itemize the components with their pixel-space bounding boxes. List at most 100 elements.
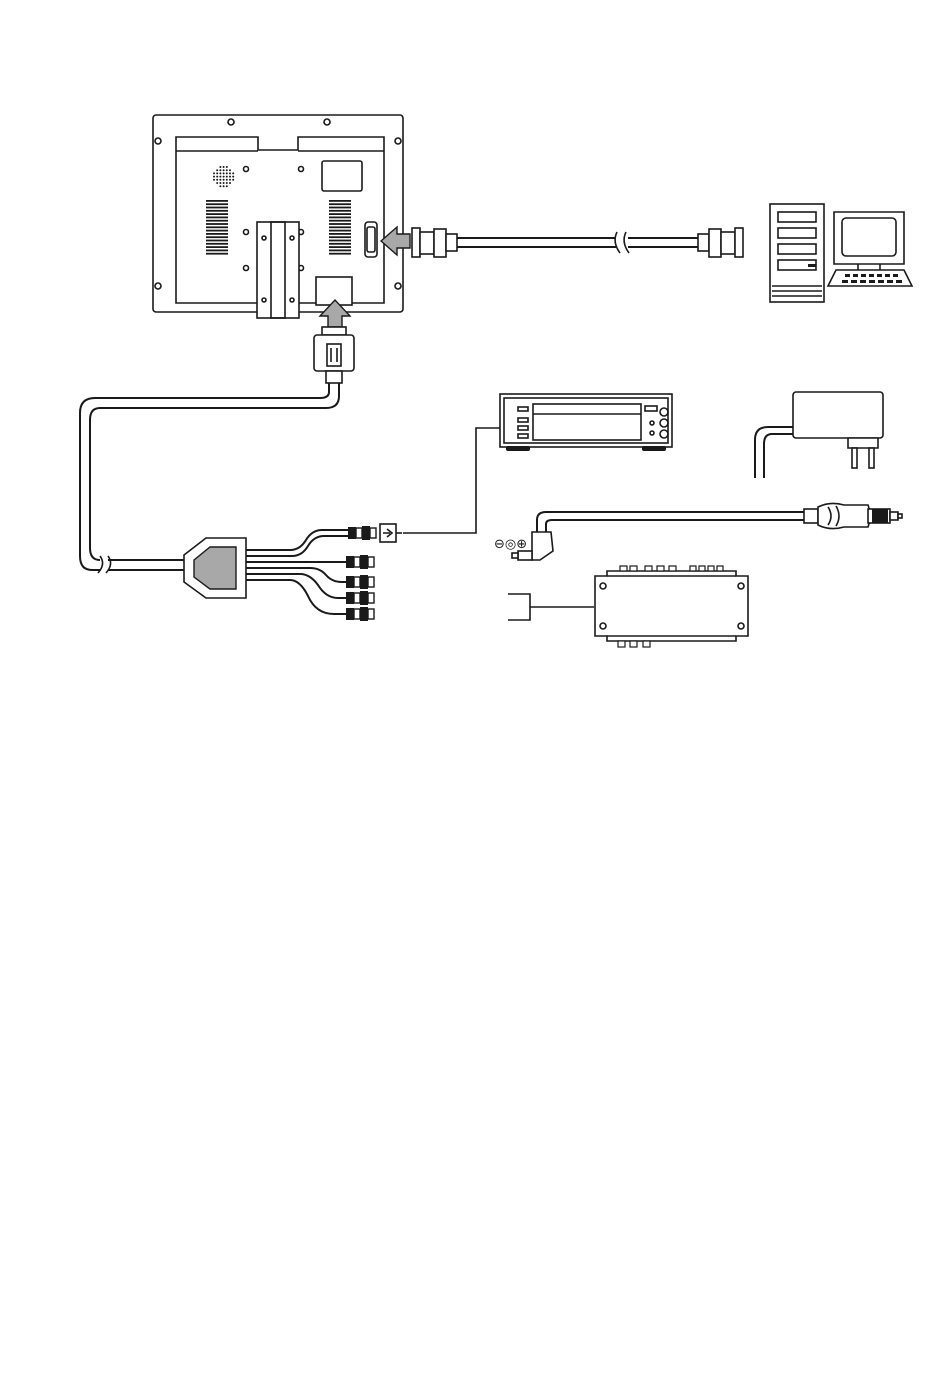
grille-hole bbox=[219, 179, 221, 181]
stand-bracket bbox=[257, 222, 299, 318]
vent-slot bbox=[206, 236, 228, 238]
port bbox=[620, 566, 627, 571]
vent-slot bbox=[206, 220, 228, 222]
port bbox=[643, 641, 650, 647]
video-splitter-box bbox=[508, 566, 748, 647]
rca-boot bbox=[346, 592, 354, 604]
monitor-rear-panel bbox=[153, 115, 403, 318]
rca-tip bbox=[368, 577, 374, 587]
grille-hole bbox=[232, 172, 234, 174]
vent-slot bbox=[206, 210, 228, 212]
port bbox=[618, 641, 625, 647]
vent-slot bbox=[329, 236, 351, 238]
grille-hole bbox=[216, 172, 218, 174]
grille-hole bbox=[226, 176, 228, 178]
vent-slot bbox=[329, 246, 351, 248]
splitter-bottom-ports bbox=[618, 641, 650, 647]
rca-boot bbox=[346, 576, 354, 588]
grille-hole bbox=[229, 182, 231, 184]
polarity-symbols: ⊖◎⊕ bbox=[494, 537, 527, 552]
grille-hole bbox=[223, 172, 225, 174]
rca-ring bbox=[354, 593, 360, 603]
rca-ring bbox=[354, 609, 360, 619]
grille-hole bbox=[219, 169, 221, 171]
car-cigarette-power-cable: ⊖◎⊕ bbox=[494, 503, 902, 560]
port bbox=[630, 566, 637, 571]
key bbox=[878, 280, 884, 283]
grille-hole bbox=[213, 179, 215, 181]
vent-slot bbox=[329, 213, 351, 215]
vent-slot bbox=[206, 240, 228, 242]
rca-tip bbox=[368, 609, 374, 619]
key bbox=[861, 274, 866, 277]
vent-slot bbox=[329, 253, 351, 255]
grille-hole bbox=[229, 172, 231, 174]
grille-hole bbox=[216, 182, 218, 184]
key bbox=[869, 274, 874, 277]
grille-hole bbox=[229, 176, 231, 178]
key bbox=[845, 274, 850, 277]
rca-ring bbox=[356, 528, 362, 538]
grille-hole bbox=[216, 179, 218, 181]
grille-hole bbox=[223, 176, 225, 178]
grille-hole bbox=[223, 179, 225, 181]
grille-hole bbox=[216, 169, 218, 171]
key bbox=[869, 280, 875, 283]
vent-slot bbox=[329, 200, 351, 202]
vent-slot bbox=[329, 243, 351, 245]
grille-hole bbox=[229, 169, 231, 171]
vent-slot bbox=[329, 233, 351, 235]
port bbox=[717, 566, 723, 571]
grille-hole bbox=[216, 176, 218, 178]
vent-slot bbox=[206, 226, 228, 228]
rca-boot bbox=[346, 556, 354, 568]
vent-slot bbox=[206, 253, 228, 255]
grille-hole bbox=[232, 179, 234, 181]
key bbox=[893, 274, 898, 277]
av-to-recorder-line bbox=[403, 428, 500, 533]
key bbox=[877, 274, 882, 277]
port bbox=[657, 566, 664, 571]
multi-pin-av-cable bbox=[80, 327, 402, 621]
vent-slot bbox=[329, 240, 351, 242]
vent-slot bbox=[329, 223, 351, 225]
port bbox=[690, 566, 696, 571]
key bbox=[842, 280, 848, 283]
grille-hole bbox=[232, 176, 234, 178]
grille-hole bbox=[213, 172, 215, 174]
rca-boot bbox=[348, 527, 356, 539]
rca-connectors bbox=[346, 526, 376, 621]
grille-hole bbox=[226, 182, 228, 184]
pc-computer bbox=[770, 204, 912, 302]
vent-slot bbox=[206, 203, 228, 205]
grille-hole bbox=[219, 172, 221, 174]
vent-slot bbox=[329, 230, 351, 232]
grille-hole bbox=[223, 169, 225, 171]
rca-boot bbox=[346, 608, 354, 620]
rca-ring bbox=[354, 577, 360, 587]
vent-slot bbox=[206, 213, 228, 215]
vent-slot bbox=[206, 230, 228, 232]
grille-hole bbox=[219, 176, 221, 178]
vga-port bbox=[365, 222, 377, 257]
grille-hole bbox=[226, 172, 228, 174]
port bbox=[699, 566, 705, 571]
grille-hole bbox=[213, 176, 215, 178]
vent-slot bbox=[329, 250, 351, 252]
vent-slot bbox=[329, 203, 351, 205]
ac-power-adapter bbox=[755, 392, 883, 478]
vent-slot bbox=[329, 210, 351, 212]
vent-slot bbox=[329, 207, 351, 209]
key bbox=[853, 274, 858, 277]
rca-tip bbox=[368, 557, 374, 567]
grille-hole bbox=[223, 185, 225, 187]
splitter-top-ports bbox=[620, 566, 723, 571]
vent-slot bbox=[329, 217, 351, 219]
port bbox=[645, 566, 652, 571]
key bbox=[887, 280, 893, 283]
rca-shell bbox=[362, 526, 370, 540]
video-recorder bbox=[500, 394, 672, 451]
vent-slot bbox=[206, 243, 228, 245]
vga-cable bbox=[412, 228, 743, 257]
